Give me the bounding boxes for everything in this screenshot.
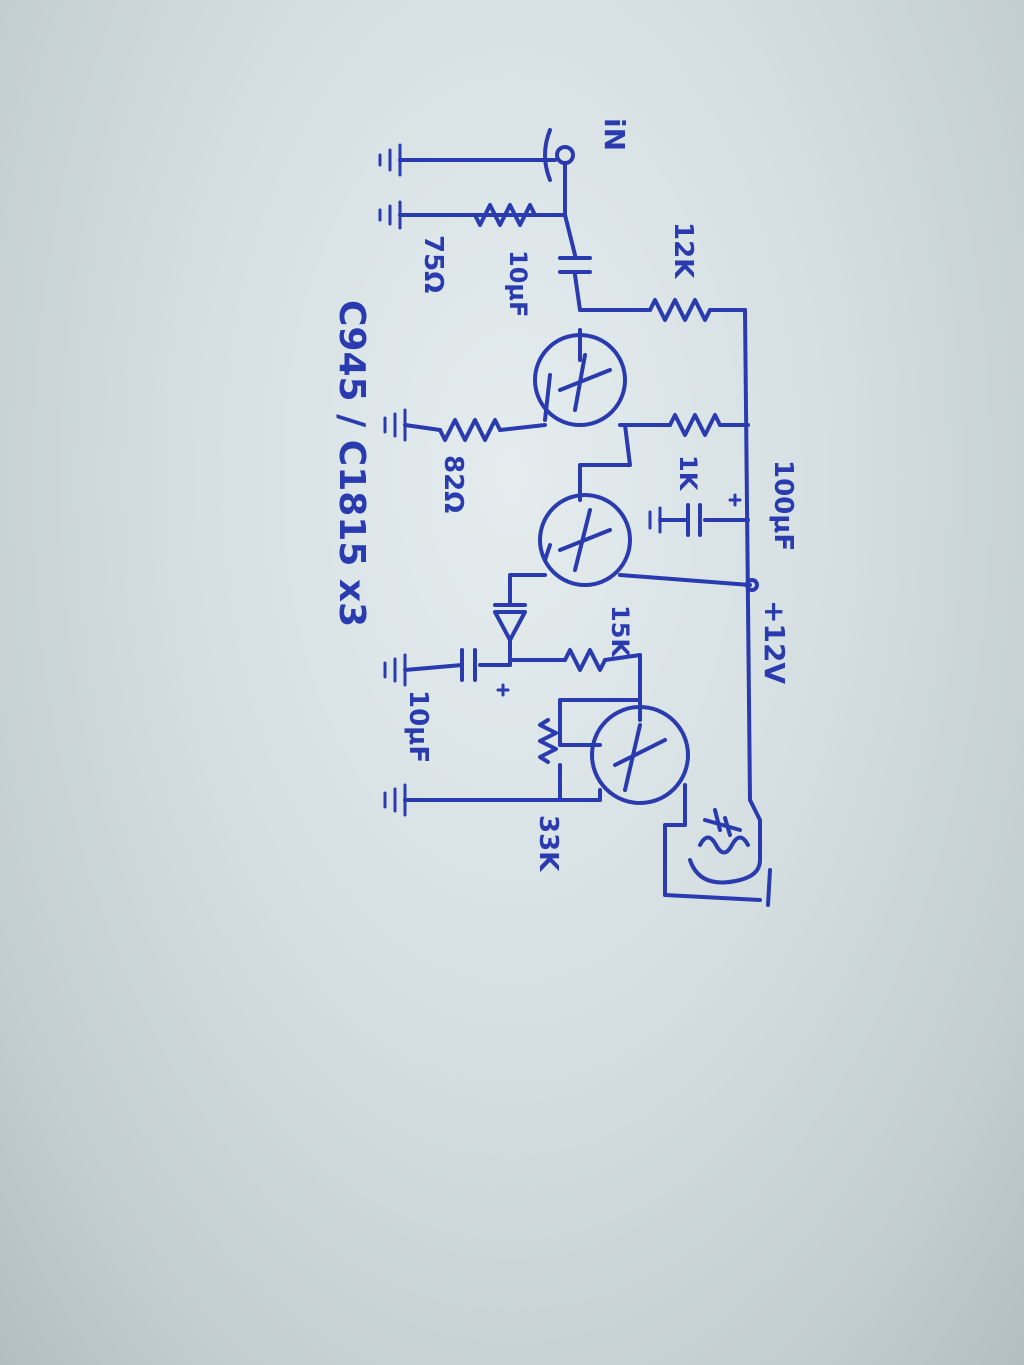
- supply-rail: [743, 308, 752, 802]
- transistor-q3: [590, 653, 690, 805]
- c-input-label: 10μF: [504, 250, 532, 317]
- r33k-label: 33K: [533, 815, 563, 872]
- diode: [493, 603, 527, 667]
- c-supply-capacitor: [648, 493, 750, 537]
- r15k-label: 15K: [606, 605, 634, 658]
- ground-symbol: [383, 783, 407, 817]
- q2-collector-wire: [618, 573, 752, 587]
- r82-label: 82Ω: [438, 455, 468, 513]
- r1k-resistor: [668, 413, 722, 437]
- r15k-resistor: [563, 648, 607, 672]
- r75-resistor: [473, 203, 537, 227]
- r1k-label: 1K: [674, 455, 702, 492]
- supply-label: +12V: [758, 600, 791, 684]
- input-jack: [543, 128, 575, 187]
- c-input-capacitor: [558, 213, 592, 312]
- r33k-resistor: [538, 718, 558, 764]
- transistor-q1: [533, 328, 627, 427]
- q2-emitter-wire: [508, 573, 547, 607]
- r12k-label: 12K: [668, 222, 698, 279]
- c-bypass-label: 10μF: [403, 690, 433, 763]
- relay-coil: [663, 783, 772, 907]
- ground-symbol: [378, 200, 402, 230]
- c-supply-label: 100μF: [768, 460, 798, 551]
- r15k-wire-2: [603, 653, 642, 662]
- input-ground-wire: [378, 143, 557, 177]
- q3-base-wire: [558, 698, 642, 747]
- r82-resistor: [438, 418, 502, 442]
- c-bypass-capacitor: [383, 648, 512, 697]
- q1-emitter-wire: [498, 423, 547, 432]
- transistor-note: C945 / C1815 x3: [331, 300, 372, 627]
- r82-wire: [403, 423, 442, 432]
- supply-node: [745, 578, 759, 592]
- r12k-resistor: [648, 298, 712, 322]
- ground-symbol: [383, 408, 407, 442]
- input-label: iN: [598, 118, 631, 151]
- transistor-q2: [538, 493, 632, 587]
- q1-q2-link: [578, 423, 632, 502]
- r75-label: 75Ω: [418, 235, 448, 293]
